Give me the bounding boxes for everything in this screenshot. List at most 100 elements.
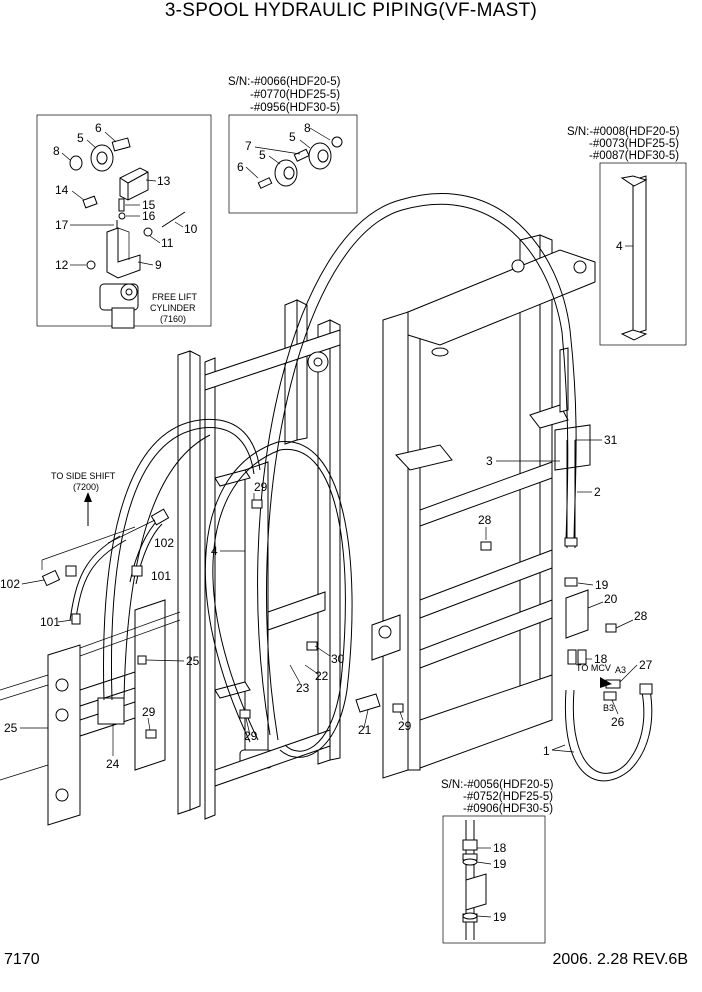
inset-box-top-center bbox=[228, 114, 358, 214]
serial-note-line: S/N:-#0008(HDF20-5) bbox=[567, 126, 680, 138]
bolt-icon bbox=[257, 177, 273, 189]
callout: 12 bbox=[55, 258, 69, 272]
callout: 10 bbox=[184, 222, 198, 236]
serial-note-line: -#0087(HDF30-5) bbox=[589, 150, 679, 162]
nut-icon bbox=[143, 227, 153, 237]
serial-note-line: -#0752(HDF25-5) bbox=[463, 791, 553, 803]
free-lift-label: FREE LIFT bbox=[152, 292, 198, 302]
callout: 25 bbox=[4, 721, 18, 735]
callout: 7 bbox=[245, 139, 252, 153]
callout: 31 bbox=[604, 433, 618, 447]
callout: 5 bbox=[259, 148, 266, 162]
side-shift-attachment bbox=[0, 599, 181, 826]
inset-bracket-part bbox=[620, 175, 648, 341]
bracket-icon bbox=[119, 167, 149, 201]
callout: 28 bbox=[634, 609, 648, 623]
callout: 20 bbox=[604, 592, 618, 606]
inset-fitting-stack bbox=[462, 820, 487, 940]
serial-note-line: -#0956(HDF30-5) bbox=[250, 102, 340, 114]
callout: 22 bbox=[315, 669, 329, 683]
callout: 16 bbox=[142, 209, 156, 223]
callout: 101 bbox=[40, 615, 60, 629]
callout: 9 bbox=[155, 258, 162, 272]
free-lift-cylinder-icon bbox=[99, 283, 139, 329]
callout: 29 bbox=[398, 719, 412, 733]
fitting-icon bbox=[82, 195, 98, 209]
to-mcv-label: TO MCV bbox=[576, 663, 611, 673]
free-lift-label: (7160) bbox=[160, 314, 186, 324]
callout: 102 bbox=[0, 577, 20, 591]
callout: 18 bbox=[594, 652, 608, 666]
callout: 29 bbox=[254, 480, 268, 494]
callout-numbers: 6 5 8 13 14 15 16 10 17 11 12 9 8 5 7 5 … bbox=[0, 121, 653, 924]
callout: 6 bbox=[237, 160, 244, 174]
adapter-fitting-icon bbox=[603, 691, 617, 701]
callout: 1 bbox=[543, 744, 550, 758]
page-title: 3-SPOOL HYDRAULIC PIPING(VF-MAST) bbox=[164, 0, 538, 21]
bushing-icon bbox=[331, 136, 343, 148]
inset-box-bottom bbox=[442, 815, 546, 944]
hydraulic-hoses bbox=[69, 193, 653, 782]
callout: 29 bbox=[244, 729, 258, 743]
bolt-icon bbox=[161, 211, 186, 228]
callout: 24 bbox=[106, 757, 120, 771]
revision-label: 2006. 2.28 REV.6B bbox=[552, 951, 688, 968]
elbow-fitting-icon bbox=[150, 508, 170, 526]
washer-icon bbox=[118, 212, 126, 220]
callout: 21 bbox=[358, 723, 372, 737]
serial-note-line: -#0770(HDF25-5) bbox=[250, 89, 340, 101]
callout: 3 bbox=[486, 454, 493, 468]
callout: 30 bbox=[331, 652, 345, 666]
serial-note-line: S/N:-#0056(HDF20-5) bbox=[441, 779, 554, 791]
callout: 19 bbox=[595, 578, 609, 592]
mast-assembly bbox=[177, 234, 596, 820]
callout: 23 bbox=[296, 681, 310, 695]
callout: 8 bbox=[53, 144, 60, 158]
callout: 25 bbox=[186, 654, 200, 668]
callout: 5 bbox=[289, 130, 296, 144]
port-a3-label: A3 bbox=[615, 665, 626, 675]
callout: 29 bbox=[142, 705, 156, 719]
callout: 17 bbox=[55, 218, 69, 232]
nut-icon bbox=[86, 260, 96, 270]
callout: 19 bbox=[493, 910, 507, 924]
callout: 2 bbox=[594, 485, 601, 499]
serial-note-line: -#0073(HDF25-5) bbox=[589, 138, 679, 150]
callout: 18 bbox=[493, 841, 507, 855]
callout: 11 bbox=[161, 236, 174, 250]
sheave-bolt-icon bbox=[111, 137, 131, 152]
callout: 4 bbox=[211, 544, 218, 558]
callout: 27 bbox=[639, 658, 653, 672]
callout: 19 bbox=[493, 857, 507, 871]
shaft-icon bbox=[293, 148, 310, 162]
leader-lines bbox=[20, 127, 638, 918]
callout: 8 bbox=[304, 121, 311, 135]
callout: 28 bbox=[478, 513, 492, 527]
callout: 15 bbox=[142, 198, 156, 212]
bushing-icon bbox=[69, 155, 83, 171]
port-b3-label: B3 bbox=[603, 703, 614, 713]
to-side-shift-label: TO SIDE SHIFT bbox=[51, 471, 116, 481]
fittings bbox=[41, 499, 653, 739]
callout: 6 bbox=[95, 121, 102, 135]
elbow-fitting-icon bbox=[41, 569, 61, 587]
to-side-shift-label: (7200) bbox=[73, 482, 99, 492]
inset-box-top-right bbox=[599, 162, 687, 346]
serial-note-line: S/N:-#0066(HDF20-5) bbox=[228, 76, 341, 88]
connector-icon bbox=[118, 198, 125, 212]
callout: 5 bbox=[77, 131, 84, 145]
callout: 14 bbox=[55, 183, 69, 197]
serial-note-line: -#0906(HDF30-5) bbox=[463, 803, 553, 815]
bracket-plate-icon bbox=[106, 227, 141, 279]
page-number: 7170 bbox=[4, 951, 40, 968]
annotations: FREE LIFT CYLINDER (7160) TO SIDE SHIFT … bbox=[51, 292, 626, 713]
sheave-hub-icon bbox=[96, 151, 108, 165]
callout: 13 bbox=[157, 174, 171, 188]
callout: 102 bbox=[154, 536, 174, 550]
callout: 26 bbox=[611, 715, 625, 729]
callout: 101 bbox=[151, 569, 171, 583]
serial-notes: S/N:-#0066(HDF20-5) -#0770(HDF25-5) -#09… bbox=[228, 76, 680, 815]
inset-sheave-parts bbox=[257, 136, 343, 189]
callout: 4 bbox=[616, 239, 623, 253]
